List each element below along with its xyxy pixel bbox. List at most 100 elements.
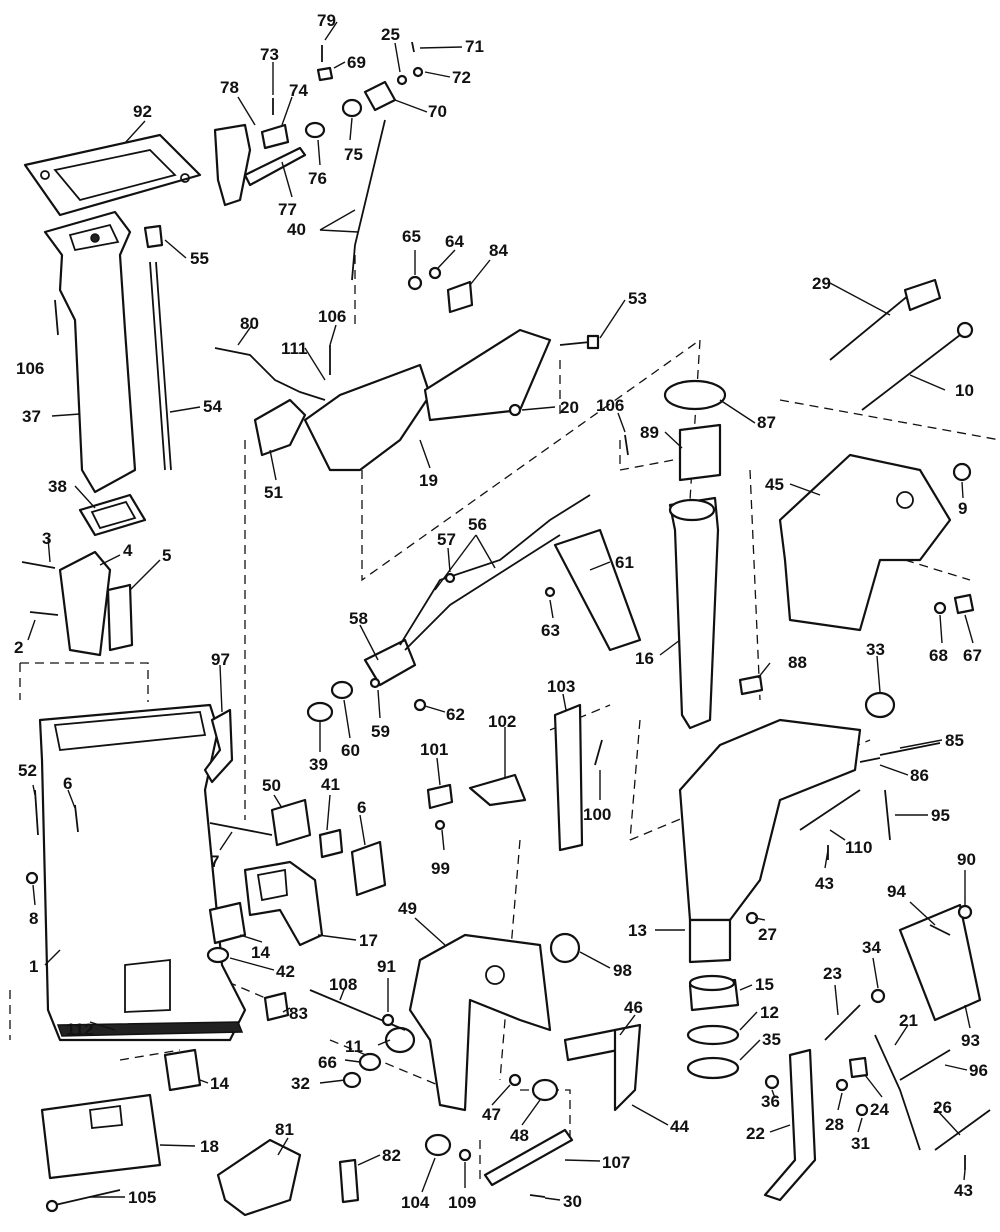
part-69-clip [316,66,334,82]
callout-1: 1 [29,957,38,976]
part-75-bushing [341,98,363,118]
callout-112: 112 [66,1020,93,1039]
part-80-ground-wire [214,347,326,401]
part-22-lever [763,1048,817,1202]
callout-21: 21 [899,1011,918,1030]
callout-5: 5 [162,546,171,565]
part-7-bolt [209,822,273,836]
callout-33: 33 [866,640,885,659]
callout-40: 40 [287,220,306,239]
part-99-screw [434,819,446,831]
part-12-oring [686,1024,740,1046]
part-33-bushing [864,691,896,719]
callout-39: 39 [309,755,328,774]
callout-41: 41 [321,775,340,794]
callout-104: 104 [401,1193,430,1212]
part-70-link [363,80,397,112]
part-13-swivel-bracket [678,718,862,964]
part-10-through-bolt [861,321,974,411]
part-15-bushing [688,974,740,1012]
part-101-clip [426,783,454,810]
callout-46: 46 [624,998,643,1017]
part-53-bolt [559,334,600,350]
part-94-spring [929,924,951,936]
callout-49: 49 [398,899,417,918]
callout-65: 65 [402,227,421,246]
callout-84: 84 [489,241,508,260]
callout-leaders [27,21,974,1201]
part-59-stud [369,677,381,689]
part-82-plate [338,1158,360,1204]
part-95-spring [884,789,891,841]
part-55-grommet [143,224,164,249]
callout-89: 89 [640,423,659,442]
part-56-wire-harness [399,494,591,651]
callout-103: 103 [547,677,575,696]
part-102-lever [468,773,527,807]
part-74-bracket [260,123,290,150]
callout-labels: 79 73 69 25 71 72 78 74 70 92 75 76 77 4… [14,11,988,1212]
part-77-shift-link [243,146,307,187]
callout-52: 52 [18,761,37,780]
callout-58: 58 [349,609,368,628]
callout-86: 86 [910,766,929,785]
part-20-fitting [508,403,522,417]
callout-10: 10 [955,381,974,400]
callout-81: 81 [275,1120,294,1139]
part-87-bearing [663,379,727,411]
part-36-washer [764,1074,780,1090]
callout-71: 71 [465,37,484,56]
callout-35: 35 [762,1030,781,1049]
part-44-lever [613,1023,642,1112]
part-58-connector [363,638,417,687]
part-106c-bolt [624,434,629,456]
callout-48: 48 [510,1126,529,1145]
part-49-clamp-bracket [408,933,552,1112]
callout-107: 107 [602,1153,630,1172]
callout-42: 42 [276,962,295,981]
part-104-disc [424,1133,452,1157]
part-26-rod [934,1109,991,1151]
part-93-tilt-lever [898,903,982,1022]
callout-25: 25 [381,25,400,44]
part-5-plate [106,583,134,652]
callout-77: 77 [278,200,297,219]
callout-60: 60 [341,741,360,760]
part-8-screw [25,871,39,885]
part-39-nut [306,701,334,723]
part-6-clip [350,840,387,897]
part-103-link [553,703,584,852]
callout-75: 75 [344,145,363,164]
part-64-lockwasher [428,266,442,280]
part-37-exhaust-tube [43,210,137,494]
callout-19: 19 [419,471,438,490]
part-60-bushing [330,680,354,700]
callout-68: 68 [929,646,948,665]
part-97-strap [203,708,234,784]
callout-45: 45 [765,475,784,494]
part-67-clip [953,593,975,615]
part-54-water-tube [149,261,172,471]
part-42-washer [206,946,230,964]
part-90-washer [957,904,973,920]
callout-82: 82 [382,1146,401,1165]
part-71-pin [411,41,415,53]
part-85-screw [879,742,941,756]
callout-28: 28 [825,1115,844,1134]
part-100-bolt [594,739,603,766]
part-65-nut [407,275,423,291]
callout-37: 37 [22,407,41,426]
callout-98: 98 [613,961,632,980]
callout-18: 18 [200,1137,219,1156]
part-14b-rubber-block [163,1048,202,1092]
part-63-terminal [544,586,556,598]
callout-6a: 6 [63,774,72,793]
callout-43a: 43 [815,874,834,893]
callout-79: 79 [317,11,336,30]
callout-54: 54 [203,397,222,416]
part-48-cap [531,1078,559,1102]
part-29-tilt-rod [829,278,942,361]
callout-4: 4 [123,541,133,560]
callout-31: 31 [851,1134,870,1153]
